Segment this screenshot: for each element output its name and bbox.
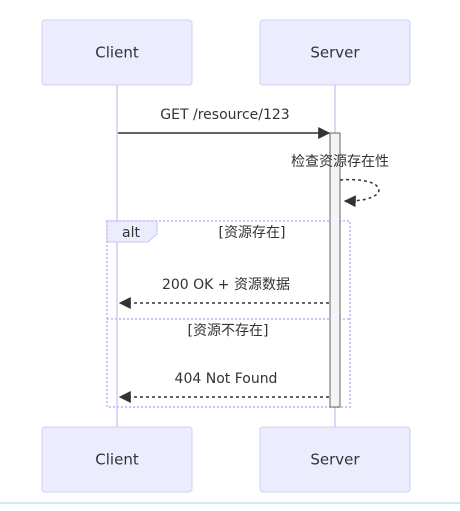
alt-keyword-tab [106,220,158,243]
request-message-label: GET /resource/123 [160,107,289,123]
client-actor-top[interactable]: Client [41,19,193,86]
server-actor-top[interactable]: Server [259,19,411,86]
client-actor-top-label: Client [95,44,139,62]
alt-keyword-label: alt [122,225,140,241]
server-actor-bottom-label: Server [310,451,360,469]
ok-response-message-label: 200 OK + 资源数据 [162,277,290,293]
alt-condition-exists: [资源存在] [219,225,286,241]
self-check-message-arrow [339,178,380,208]
client-actor-bottom[interactable]: Client [41,426,193,493]
not-found-message-label: 404 Not Found [175,371,278,387]
alt-fragment-box [106,220,351,408]
self-check-message-label: 检查资源存在性 [291,154,389,170]
server-actor-top-label: Server [310,44,360,62]
client-actor-bottom-label: Client [95,451,139,469]
alt-condition-missing: [资源不存在] [188,323,269,339]
server-activation-bar [329,132,341,408]
server-actor-bottom[interactable]: Server [259,426,411,493]
